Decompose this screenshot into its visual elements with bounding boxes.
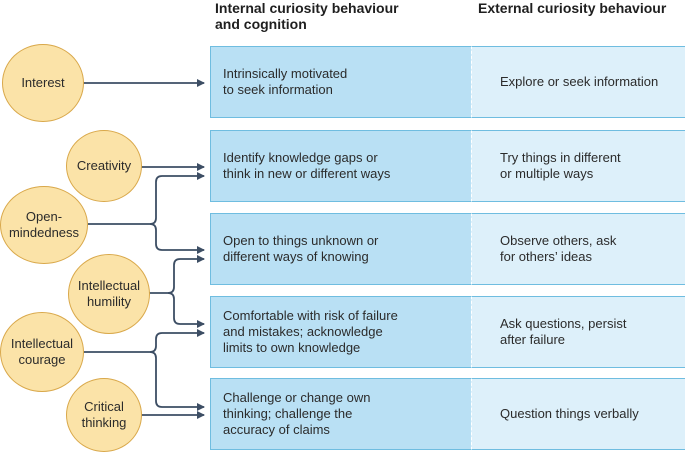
- external-cell: Observe others, ask for others’ ideas: [471, 213, 685, 285]
- row-3: Open to things unknown or different ways…: [210, 213, 685, 285]
- node-critical-thinking: Critical thinking: [66, 378, 142, 452]
- node-open-mindedness: Open- mindedness: [0, 186, 88, 264]
- internal-cell: Identify knowledge gaps or think in new …: [210, 130, 471, 202]
- header-external: External curiosity behaviour: [478, 0, 667, 16]
- node-interest: Interest: [2, 44, 84, 122]
- node-intellectual-courage: Intellectual courage: [0, 312, 84, 392]
- arrow-courage-row4: [84, 329, 205, 353]
- node-creativity: Creativity: [66, 130, 142, 202]
- arrow-humility-row4: [167, 292, 205, 328]
- header-internal: Internal curiosity behaviour and cogniti…: [215, 0, 399, 32]
- internal-cell: Open to things unknown or different ways…: [210, 213, 471, 285]
- arrow-openmind-row3: [149, 223, 205, 254]
- row-4: Comfortable with risk of failure and mis…: [210, 296, 685, 368]
- external-cell: Explore or seek information: [471, 46, 685, 118]
- external-cell: Ask questions, persist after failure: [471, 296, 685, 368]
- row-1: Intrinsically motivated to seek informat…: [210, 46, 685, 118]
- node-intellectual-humility: Intellectual humility: [68, 254, 150, 334]
- arrow-courage-row5: [149, 351, 205, 411]
- row-2: Identify knowledge gaps or think in new …: [210, 130, 685, 202]
- row-5: Challenge or change own thinking; challe…: [210, 378, 685, 450]
- arrow-humility-row3: [148, 255, 205, 294]
- internal-cell: Comfortable with risk of failure and mis…: [210, 296, 471, 368]
- external-cell: Question things verbally: [471, 378, 685, 450]
- internal-cell: Challenge or change own thinking; challe…: [210, 378, 471, 450]
- internal-cell: Intrinsically motivated to seek informat…: [210, 46, 471, 118]
- external-cell: Try things in different or multiple ways: [471, 130, 685, 202]
